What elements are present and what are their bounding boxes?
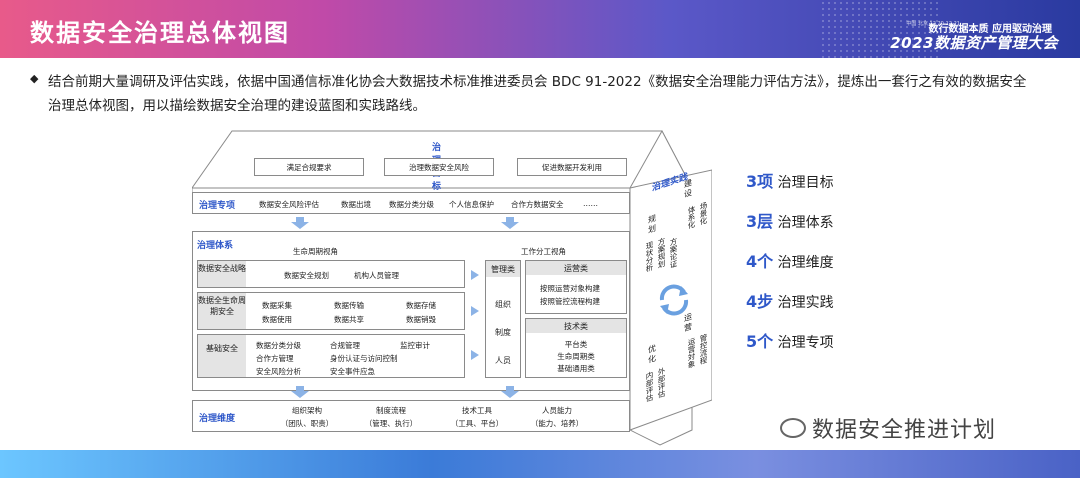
legend-item-4: 4步 治理实践 xyxy=(746,292,834,311)
arrow-right-2 xyxy=(471,306,479,316)
dimension-row: 治理维度 组织架构 （团队、职责） 制度流程 （管理、执行） 技术工具 （工具、… xyxy=(192,400,630,432)
ops-column: 运营类 按照运营对象构建 按照管控流程构建 xyxy=(525,260,627,314)
watermark: 数据安全推进计划 xyxy=(812,418,997,443)
header-dots-decoration xyxy=(820,0,940,58)
topics-row: 治理专项 数据安全风险评估 数据出境 数据分类分级 个人信息保护 合作方数据安全… xyxy=(192,192,630,214)
wechat-icon xyxy=(780,418,806,438)
arrow-right-1 xyxy=(471,270,479,280)
footer-band xyxy=(0,450,1080,478)
legend-item-3: 4个 治理维度 xyxy=(746,252,834,271)
event-date: 中国 北京 12.20-12.21 xyxy=(906,21,960,27)
goal-box-2: 治理数据安全风险 xyxy=(384,158,494,176)
system-block: 治理体系 生命周期视角 工作分工视角 数据安全战略 数据安全规划 机构人员管理 … xyxy=(192,231,630,391)
cycle-icon xyxy=(659,284,689,316)
row-strategy: 数据安全战略 数据安全规划 机构人员管理 xyxy=(197,260,465,288)
row-basic-security: 基础安全 数据分类分级 合规管理 监控审计 合作方管理 身份认证与访问控制 安全… xyxy=(197,334,465,378)
mgmt-column: 管理类 组织 制度 人员 xyxy=(485,260,521,378)
down-arrows-1 xyxy=(291,217,519,229)
page-title: 数据安全治理总体视图 xyxy=(30,19,290,47)
goal-box-1: 满足合规要求 xyxy=(254,158,364,176)
legend-item-2: 3层 治理体系 xyxy=(746,212,834,231)
goal-box-3: 促进数据开发利用 xyxy=(517,158,627,176)
row-lifecycle: 数据全生命周期安全 数据采集 数据传输 数据存储 数据使用 数据共享 数据销毁 xyxy=(197,292,465,330)
bullet-diamond-icon: ◆ xyxy=(30,72,39,85)
intro-paragraph: 结合前期大量调研及评估实践，依据中国通信标准化协会大数据技术标准推进委员会 BD… xyxy=(48,74,1027,114)
event-name: 2023数据资产管理大会 xyxy=(890,34,1058,52)
tech-column: 技术类 平台类 生命周期类 基础通用类 xyxy=(525,318,627,378)
down-arrows-2 xyxy=(291,386,519,398)
event-slogan: 数行数据本质 应用驱动治理 xyxy=(928,24,1052,35)
header-banner: 数据安全治理总体视图 中国 北京 12.20-12.21 数行数据本质 应用驱动… xyxy=(0,0,1080,58)
arrow-right-3 xyxy=(471,350,479,360)
legend-item-5: 5个 治理专项 xyxy=(746,332,834,351)
legend-item-1: 3项 治理目标 xyxy=(746,172,834,191)
